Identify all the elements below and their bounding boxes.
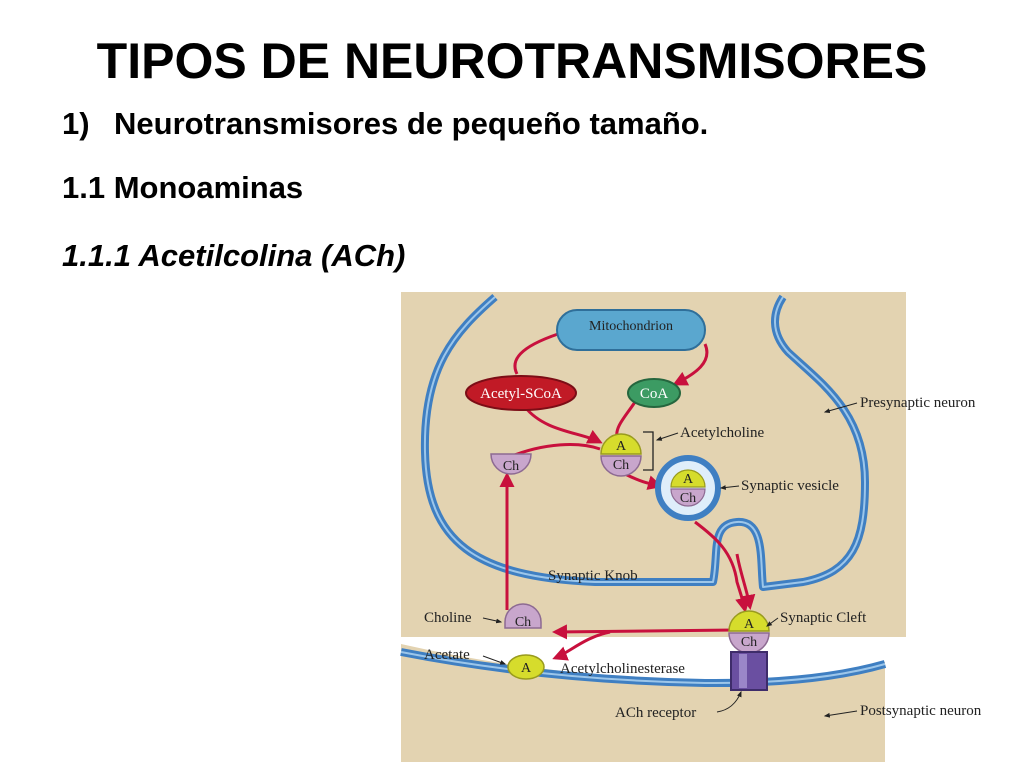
presynaptic-neuron-pointer: [823, 402, 858, 414]
vesicle-a-label: A: [683, 472, 694, 487]
point-1-number: 1): [62, 106, 90, 141]
acetylcholine-pointer: [655, 432, 679, 441]
pathway-mitochondrion-coa: [672, 343, 709, 386]
pathway-acetylscoa-ach: [523, 406, 603, 444]
synaptic-vesicle-label: Synaptic vesicle: [741, 478, 839, 494]
acetyl-scoa: [465, 375, 577, 411]
point-1-text: Neurotransmisores de pequeño tamaño.: [114, 106, 709, 141]
acetyl-scoa-label: Acetyl-SCoA: [480, 386, 562, 402]
ach-receptor-pointer: [716, 690, 742, 713]
postsynaptic-neuron-label: Postsynaptic neuron: [860, 703, 982, 719]
pathway-cleft-down: [735, 553, 756, 610]
postsynaptic-neuron-pointer: [823, 710, 858, 718]
acetate-molecule: [507, 654, 545, 680]
acetylcholine-bracket: [643, 431, 654, 471]
slide-title: TIPOS DE NEUROTRANSMISORES: [96, 33, 928, 89]
choline-free: [490, 453, 532, 475]
acetate-label: Acetate: [424, 647, 470, 663]
receptor-highlight: [739, 654, 747, 688]
synaptic-cleft-label: Synaptic Cleft: [780, 610, 867, 626]
vesicle-acetyl-group: [670, 469, 706, 488]
vesicle-choline-group: [670, 488, 706, 507]
pathway-mitochondrion-loop: [513, 332, 559, 375]
cleft-a-label: A: [744, 617, 755, 632]
synaptic-knob-label: Synaptic Knob: [548, 568, 638, 584]
bullet-point-1-1: 1.1 Monoaminas: [62, 170, 304, 205]
acetate-pointer: [482, 655, 507, 665]
acetylcholine-label: Acetylcholine: [680, 425, 764, 441]
coa: [627, 378, 681, 408]
bullet-point-1-1-1: 1.1.1 Acetilcolina (ACh): [62, 238, 406, 273]
ach-ch-label: Ch: [613, 458, 629, 473]
pathway-breakdown: [552, 624, 736, 640]
presynaptic-neuron-label: Presynaptic neuron: [860, 395, 976, 411]
acetylcholinesterase-label: Acetylcholinesterase: [560, 661, 685, 677]
choline-pointer: [482, 617, 503, 624]
bullet-point-1: 1) Neurotransmisores de pequeño tamaño.: [62, 104, 708, 144]
synaptic-vesicle: [655, 455, 721, 521]
vesicle-ch-label: Ch: [680, 491, 696, 506]
ach-receptor: [730, 651, 768, 691]
mitochondrion: [556, 309, 706, 351]
presynaptic-membrane-highlight: [423, 296, 866, 588]
pathway-to-acetate: [552, 630, 611, 661]
acetylcholine-synapse-diagram: Mitochondrion Acetyl-SCoA CoA Ch A Ch A …: [395, 292, 1020, 762]
mitochondrion-label: Mitochondrion: [589, 319, 673, 334]
choline-free-label: Ch: [503, 459, 519, 474]
choline-bottom-label: Ch: [515, 615, 531, 630]
acetate-a-label: A: [521, 661, 532, 676]
coa-label: CoA: [640, 386, 669, 402]
acetylcholine-molecule: [600, 433, 642, 477]
synaptic-cleft-pointer: [766, 617, 779, 627]
ach-a-label: A: [616, 439, 627, 454]
choline-label: Choline: [424, 610, 472, 626]
cleft-acetylcholine: [728, 610, 770, 654]
ach-receptor-label: ACh receptor: [615, 705, 696, 721]
cleft-ch-label: Ch: [741, 635, 757, 650]
postsynaptic-membrane-highlight: [400, 651, 886, 685]
synaptic-vesicle-pointer: [719, 485, 740, 490]
choline-bottom: [504, 603, 542, 629]
